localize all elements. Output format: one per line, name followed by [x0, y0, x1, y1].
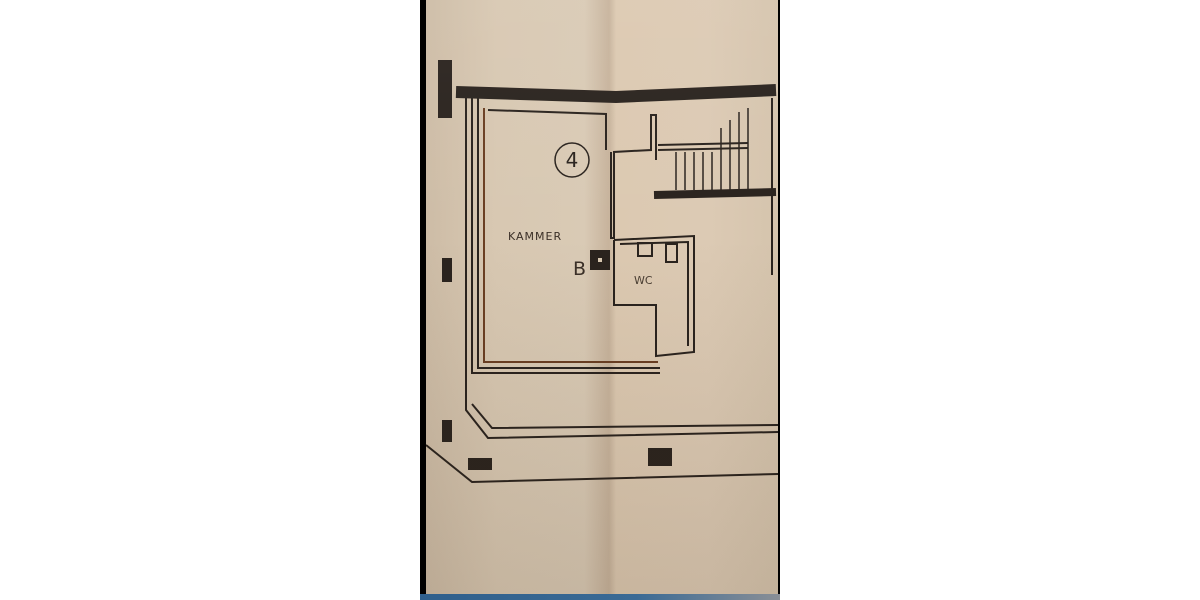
paper-sheet: 4 KAMMER WC B: [426, 0, 778, 594]
marker-b: B: [573, 258, 587, 280]
kammer-top: [487, 109, 607, 150]
stairs-wall: [653, 188, 777, 199]
north-wall: [455, 84, 777, 104]
stairs-landing-line-2: [657, 147, 749, 151]
floor-plan-photo: 4 KAMMER WC B: [420, 0, 780, 600]
wc-inner: [619, 240, 689, 346]
closet: [610, 114, 657, 239]
room-label-kammer: KAMMER: [508, 230, 563, 243]
room-number: 4: [565, 148, 579, 172]
wc-room: [613, 234, 695, 358]
floor-plan-drawing: [426, 60, 778, 484]
outer-line-2: [477, 98, 660, 369]
room-label-wc: WC: [634, 274, 653, 287]
outer-line-1: [471, 98, 660, 374]
wc-toilet: [637, 242, 653, 257]
wall-pier: [438, 60, 452, 118]
stairs-landing-line: [657, 142, 749, 146]
chimney-flue: [590, 250, 610, 270]
terrace-line-2: [471, 403, 778, 430]
stairs: [675, 108, 749, 190]
kammer-wall-inner: [483, 108, 658, 363]
wc-sink: [665, 243, 678, 263]
room-number-circle: [554, 142, 590, 178]
taskbar-strip: [420, 594, 780, 600]
terrace-line-1: [465, 98, 778, 440]
terrace-line-3: [426, 444, 778, 484]
